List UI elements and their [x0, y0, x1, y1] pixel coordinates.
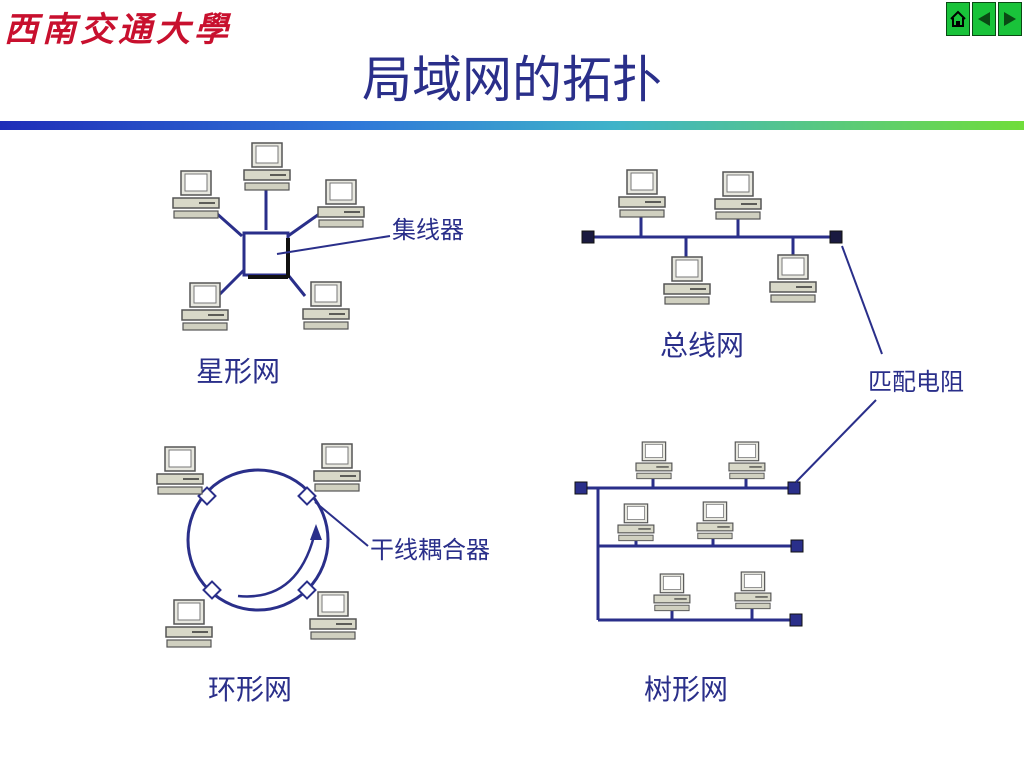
- hub-label: 集线器: [392, 217, 464, 244]
- ring-pc-top-right: [313, 443, 361, 492]
- star-pc-top: [243, 142, 291, 191]
- star-pc-bottom-left: [181, 282, 229, 331]
- gradient-divider: [0, 121, 1024, 130]
- tree-pc-3: [617, 503, 655, 542]
- star-pc-right: [317, 179, 365, 228]
- triangle-right-icon: [1004, 12, 1016, 26]
- bus-pc-1: [618, 169, 666, 218]
- star-pc-bottom-right: [302, 281, 350, 330]
- bus-pc-4: [769, 254, 817, 303]
- prev-button[interactable]: [972, 2, 996, 36]
- tree-pc-1: [635, 441, 673, 480]
- ring-pc-bottom-left: [165, 599, 213, 648]
- home-button[interactable]: [946, 2, 970, 36]
- star-pc-left: [172, 170, 220, 219]
- home-icon: [950, 10, 966, 27]
- tree-network: [574, 399, 877, 627]
- tree-network-label: 树形网: [644, 674, 729, 705]
- coupler-label: 干线耦合器: [370, 537, 490, 564]
- star-network: [214, 190, 391, 298]
- ring-network: [186, 468, 369, 612]
- tree-pc-4: [696, 501, 734, 540]
- slide-title: 局域网的拓扑: [362, 51, 662, 109]
- ring-network-label: 环形网: [208, 674, 293, 705]
- ring-pc-top-left: [156, 446, 204, 495]
- tree-pc-6: [734, 571, 772, 610]
- ring-pc-bottom-right: [309, 591, 357, 640]
- terminator-label: 匹配电阻: [868, 369, 964, 396]
- next-button[interactable]: [998, 2, 1022, 36]
- star-network-label: 星形网: [196, 356, 281, 387]
- bus-pc-2: [714, 171, 762, 220]
- tree-pc-2: [728, 441, 766, 480]
- tree-pc-5: [653, 573, 691, 612]
- bus-pc-3: [663, 256, 711, 305]
- bus-network-label: 总线网: [660, 330, 745, 361]
- university-logo: 西南交通大學: [4, 10, 232, 50]
- triangle-left-icon: [978, 12, 990, 26]
- nav-bar: [946, 2, 1024, 36]
